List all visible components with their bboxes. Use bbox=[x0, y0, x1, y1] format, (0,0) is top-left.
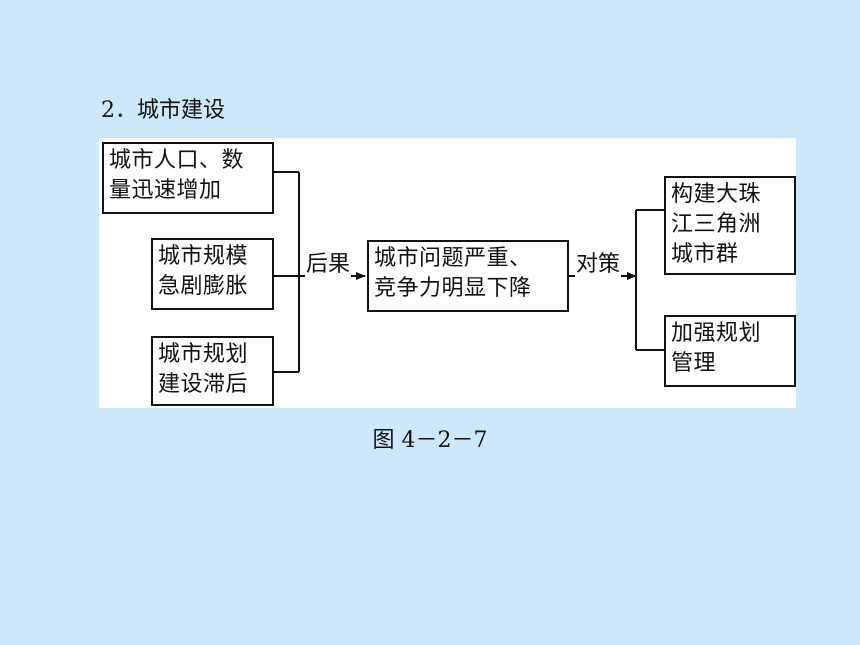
measure-1-line3: 城市群 bbox=[671, 242, 739, 267]
cause-1-line1: 城市人口、数 bbox=[109, 148, 245, 173]
measure-2-line1: 加强规划 bbox=[671, 321, 762, 346]
cause-3-line2: 建设滞后 bbox=[158, 372, 249, 397]
flow-diagram: 城市人口、数 量迅速增加 城市规模 急剧膨胀 城市规划 建设滞后 后果 城市问题… bbox=[99, 138, 796, 408]
cause-3-line1: 城市规划 bbox=[158, 342, 249, 367]
problem-line2: 竞争力明显下降 bbox=[374, 276, 532, 301]
problem-box: 城市问题严重、 竞争力明显下降 bbox=[367, 240, 569, 312]
cause-2-line2: 急剧膨胀 bbox=[158, 274, 249, 299]
cause-box-planning: 城市规划 建设滞后 bbox=[151, 336, 274, 406]
cause-box-population: 城市人口、数 量迅速增加 bbox=[102, 142, 274, 214]
measure-box-city-cluster: 构建大珠 江三角洲 城市群 bbox=[664, 176, 796, 275]
figure-caption: 图 4－2－7 bbox=[372, 428, 488, 453]
measure-2-line2: 管理 bbox=[671, 351, 717, 376]
cause-1-line2: 量迅速增加 bbox=[109, 178, 222, 203]
countermeasure-label: 对策 bbox=[575, 246, 622, 278]
cause-2-line1: 城市规模 bbox=[158, 244, 249, 269]
measure-1-line2: 江三角洲 bbox=[671, 212, 762, 237]
cause-box-scale: 城市规模 急剧膨胀 bbox=[151, 238, 274, 310]
measure-box-planning: 加强规划 管理 bbox=[664, 315, 796, 387]
measure-1-line1: 构建大珠 bbox=[671, 182, 762, 207]
consequence-label: 后果 bbox=[305, 246, 352, 278]
problem-line1: 城市问题严重、 bbox=[374, 246, 532, 271]
section-heading: 2．城市建设 bbox=[101, 98, 225, 123]
